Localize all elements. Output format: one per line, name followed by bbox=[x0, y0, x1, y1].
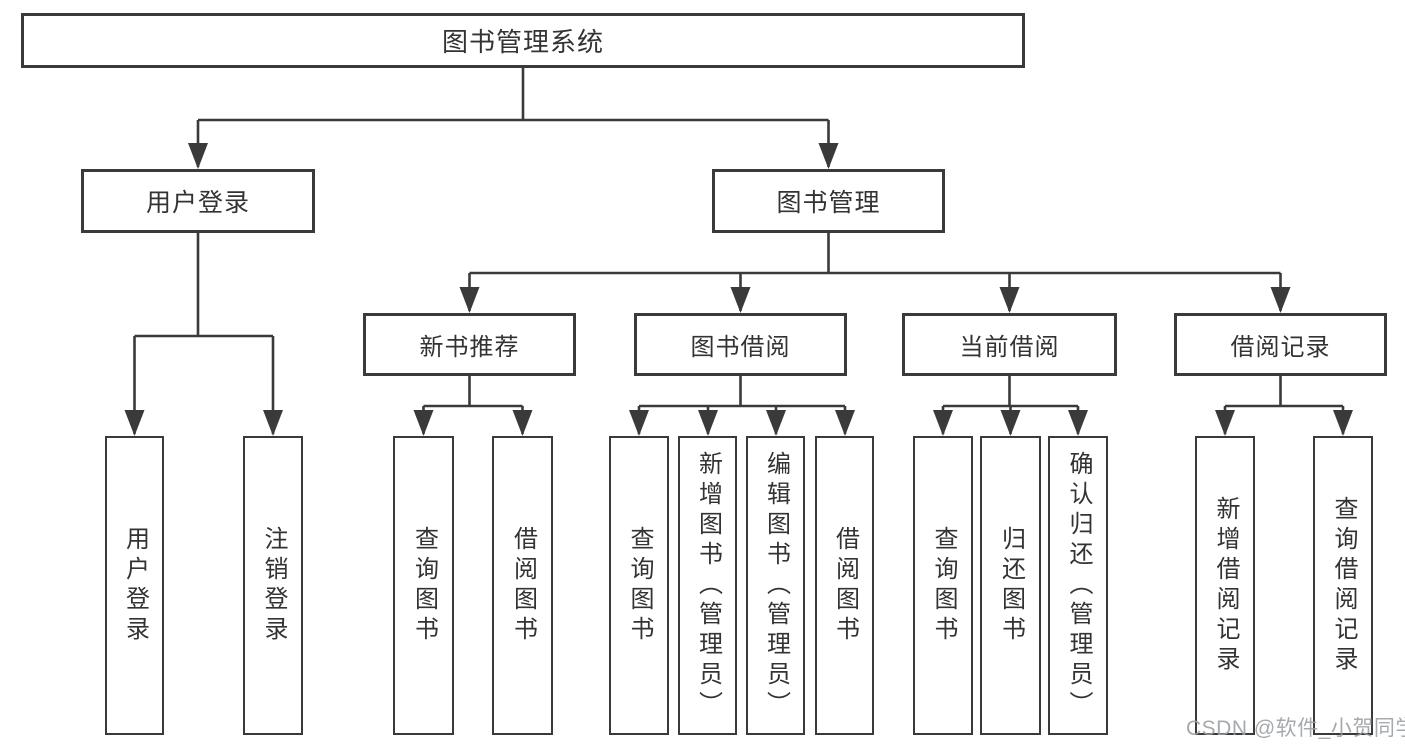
node-label: 用户登录 bbox=[121, 525, 149, 646]
node-user-login: 用户登录 bbox=[81, 169, 315, 233]
leaf-borrow-books-2: 借阅图书 bbox=[815, 436, 874, 735]
leaf-borrow-books-1: 借阅图书 bbox=[492, 436, 553, 735]
node-label: 图书管理系统 bbox=[441, 27, 604, 57]
leaf-add-borrow-record: 新增借阅记录 bbox=[1195, 436, 1255, 735]
node-label: 新增借阅记录 bbox=[1212, 495, 1239, 676]
leaf-query-books-1: 查询图书 bbox=[393, 436, 454, 735]
node-borrowing-records: 借阅记录 bbox=[1174, 313, 1387, 376]
leaf-query-borrow-record: 查询借阅记录 bbox=[1313, 436, 1373, 735]
node-new-book-recommend: 新书推荐 bbox=[363, 313, 576, 376]
node-label: 查询图书 bbox=[410, 525, 438, 646]
node-label: 借阅图书 bbox=[831, 525, 859, 646]
leaf-edit-books-admin: 编辑图书（管理员） bbox=[746, 436, 805, 735]
node-current-borrowing: 当前借阅 bbox=[902, 313, 1117, 376]
leaf-confirm-return-admin: 确认归还（管理员） bbox=[1048, 436, 1108, 735]
node-label: 归还图书 bbox=[997, 525, 1025, 646]
node-label: 编辑图书（管理员） bbox=[762, 450, 790, 721]
node-label: 图书管理 bbox=[776, 189, 881, 217]
node-label: 借阅图书 bbox=[509, 525, 537, 646]
node-label: 注销登录 bbox=[260, 525, 287, 646]
node-book-management: 图书管理 bbox=[712, 169, 945, 233]
node-library-system: 图书管理系统 bbox=[21, 13, 1025, 68]
leaf-add-books-admin: 新增图书（管理员） bbox=[678, 436, 737, 735]
node-label: 查询图书 bbox=[626, 525, 653, 646]
node-book-borrowing: 图书借阅 bbox=[634, 313, 847, 376]
node-label: 借阅记录 bbox=[1230, 334, 1331, 361]
leaf-return-books: 归还图书 bbox=[980, 436, 1041, 735]
node-label: 新增图书（管理员） bbox=[694, 450, 722, 721]
node-label: 确认归还（管理员） bbox=[1065, 450, 1092, 721]
node-label: 查询借阅记录 bbox=[1330, 495, 1357, 676]
leaf-query-books-3: 查询图书 bbox=[913, 436, 973, 735]
node-label: 新书推荐 bbox=[419, 334, 520, 361]
node-label: 当前借阅 bbox=[959, 334, 1060, 361]
leaf-user-login: 用户登录 bbox=[105, 436, 164, 735]
node-label: 图书借阅 bbox=[690, 334, 791, 361]
leaf-query-books-2: 查询图书 bbox=[609, 436, 669, 735]
node-label: 用户登录 bbox=[145, 189, 250, 217]
leaf-logout: 注销登录 bbox=[243, 436, 303, 735]
tree-edges bbox=[133, 68, 1345, 434]
csdn-watermark: CSDN @软件_小贺同学 bbox=[1186, 717, 1405, 740]
node-label: 查询图书 bbox=[930, 525, 957, 646]
